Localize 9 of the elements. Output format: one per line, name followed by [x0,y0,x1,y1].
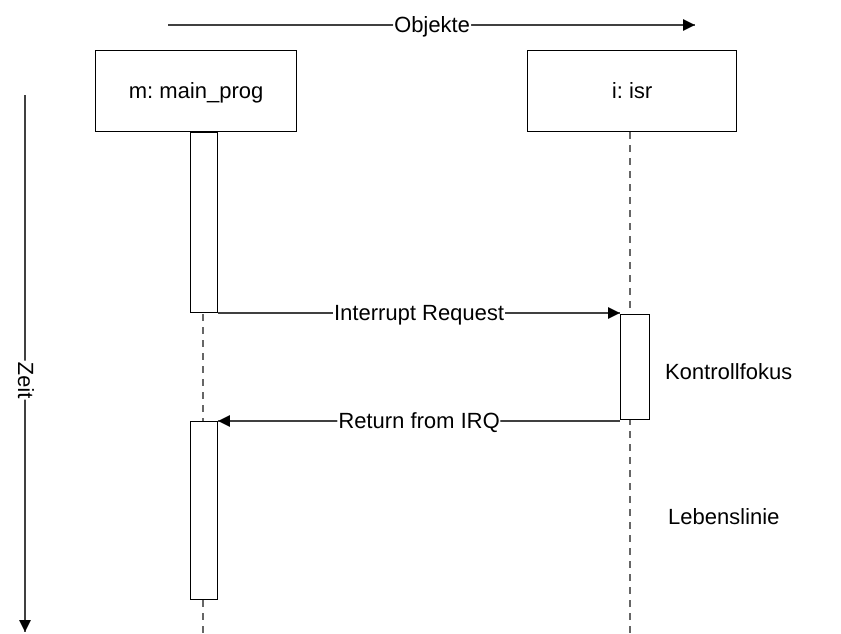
object-box: m: main_prog [95,50,297,132]
activation-bar [190,421,218,600]
annotation-text: Kontrollfokus [665,359,792,385]
object-box: i: isr [527,50,737,132]
edge-label: Return from IRQ [337,409,501,433]
activation-bar [190,132,218,313]
direction-label: Objekte [393,13,471,37]
annotation-text: Lebenslinie [668,504,780,530]
activation-bar [620,314,650,420]
